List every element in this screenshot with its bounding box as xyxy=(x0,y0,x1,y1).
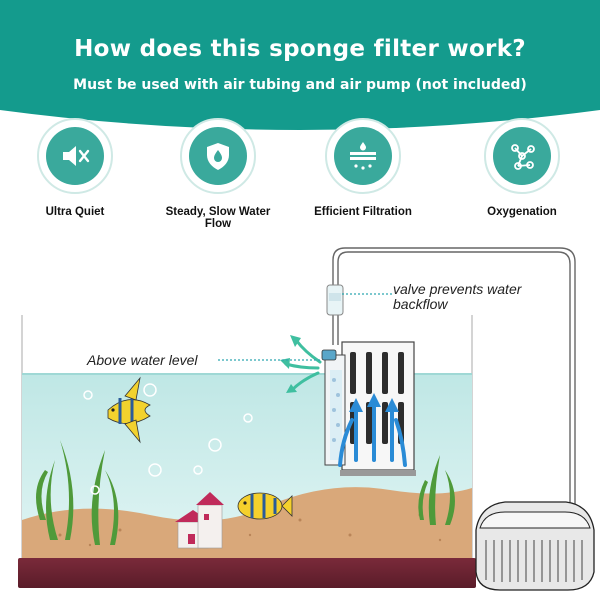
feature-label: Steady, Slow Water Flow xyxy=(165,206,271,230)
molecule-icon xyxy=(511,144,535,170)
aquatic-plants-right xyxy=(418,455,455,525)
bubbles xyxy=(83,383,253,495)
feature-ultra-quiet: Ultra Quiet xyxy=(15,118,135,218)
feature-label: Ultra Quiet xyxy=(45,206,105,218)
feature-label: Efficient Filtration xyxy=(314,206,412,218)
callout-lines xyxy=(218,293,392,361)
mute-speaker-icon xyxy=(63,146,90,166)
page-title: How does this sponge filter work? xyxy=(74,36,526,62)
air-pump xyxy=(475,501,595,591)
angelfish xyxy=(107,376,151,444)
sand xyxy=(22,487,472,560)
header-banner xyxy=(0,0,600,130)
tank-base xyxy=(18,558,476,588)
valve-callout: valve prevents water backflow xyxy=(393,281,522,312)
feature-oxygenation: Oxygenation xyxy=(462,118,582,218)
filter-layers-icon xyxy=(350,142,376,170)
feature-steady-flow: Steady, Slow Water Flow xyxy=(158,118,278,230)
feature-label: Oxygenation xyxy=(487,206,557,218)
striped-fish xyxy=(237,492,293,520)
above-water-callout: Above water level xyxy=(87,352,198,368)
sponge-filter xyxy=(321,341,416,476)
aquatic-plants-left xyxy=(36,440,119,545)
water-drop-shield-icon xyxy=(207,143,229,170)
check-valve xyxy=(326,284,344,316)
page-subtitle: Must be used with air tubing and air pum… xyxy=(73,77,527,93)
water-flow-arrows xyxy=(338,403,407,467)
feature-efficient-filtration: Efficient Filtration xyxy=(303,118,423,218)
castle-decoration xyxy=(175,492,224,549)
